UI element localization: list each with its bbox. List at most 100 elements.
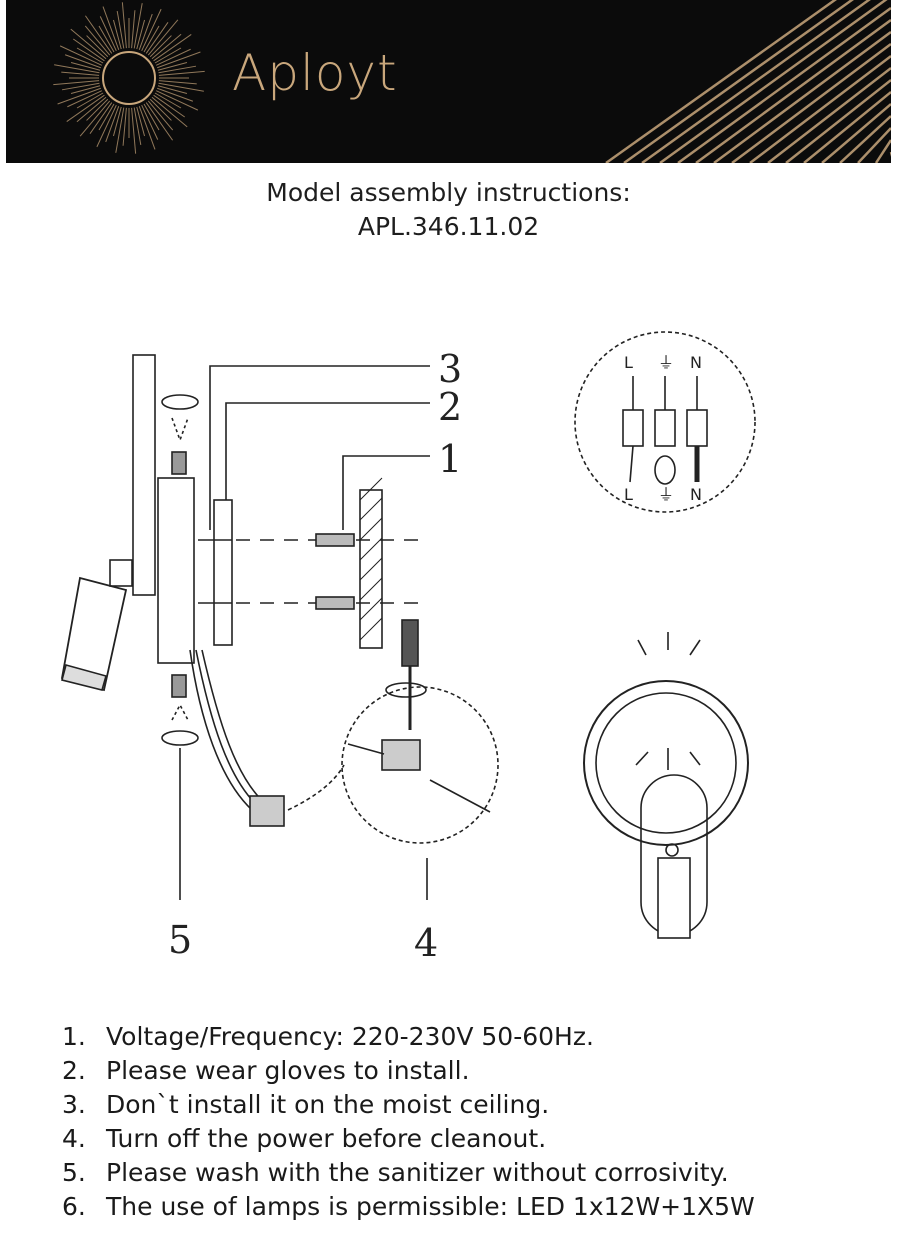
callout-3: 3 — [438, 347, 462, 391]
sun-ray — [76, 96, 107, 123]
light-ray — [874, 139, 891, 163]
sun-ray — [149, 35, 172, 58]
sun-ray — [157, 51, 201, 69]
sun-ray — [157, 61, 188, 71]
wire-bundle — [189, 649, 285, 827]
sun-ray — [116, 10, 125, 49]
light-ray — [839, 115, 891, 163]
light-ray — [749, 55, 891, 163]
header-banner: Aployt — [6, 0, 891, 163]
wire-label-top-n: N — [690, 353, 702, 372]
callout-1: 1 — [438, 437, 462, 481]
instruction-notes: 1.Voltage/Frequency: 220-230V 50-60Hz. 2… — [62, 1020, 755, 1224]
sun-ray — [79, 100, 111, 137]
light-ray — [821, 103, 891, 163]
model-number: APL.346.11.02 — [357, 212, 540, 241]
brand-logo: Aployt — [232, 44, 398, 102]
sun-ray — [96, 104, 117, 148]
sun-ray — [54, 64, 100, 74]
sun-ray — [149, 98, 172, 121]
sun-ray — [145, 102, 174, 141]
wire-label-bottom-earth: ⏚ — [658, 485, 674, 504]
note-item: 1.Voltage/Frequency: 220-230V 50-60Hz. — [62, 1022, 594, 1051]
note-item: 5.Please wash with the sanitizer without… — [62, 1158, 729, 1187]
sun-ray — [154, 47, 182, 64]
sun-ray — [138, 13, 153, 50]
callout-leaders — [209, 365, 430, 530]
spotlight-head — [60, 559, 133, 692]
sun-ray — [67, 90, 103, 108]
sun-ray — [158, 80, 197, 85]
note-item: 6.The use of lamps is permissible: LED 1… — [62, 1192, 755, 1221]
sun-ray — [105, 106, 120, 143]
sun-ray — [84, 15, 113, 54]
sun-ray — [70, 61, 101, 71]
sun-ray — [151, 33, 182, 60]
sun-ray — [61, 82, 100, 91]
sun-ray — [115, 107, 125, 153]
light-ray — [857, 127, 891, 163]
rotate-icon-bottom — [161, 674, 199, 900]
assembly-diagram: 1 2 3 4 5 L ⏚ N L ⏚ N — [60, 331, 756, 965]
lamp-body — [157, 477, 195, 664]
sun-ray — [76, 92, 104, 109]
sun-ray — [70, 28, 107, 60]
sun-ray — [84, 25, 111, 56]
sun-ray — [153, 33, 192, 62]
sun-ray — [133, 3, 143, 49]
sun-ray — [61, 71, 100, 76]
wall-plate — [132, 354, 156, 596]
sun-ray — [64, 54, 101, 69]
sun-ray — [59, 45, 103, 66]
sun-ray — [133, 107, 142, 146]
page-title: Model assembly instructions: — [266, 178, 631, 207]
sun-ray — [66, 94, 105, 123]
callout-5: 5 — [168, 918, 192, 962]
sun-core — [102, 51, 156, 105]
sun-ray — [53, 80, 100, 86]
sun-ray — [122, 107, 127, 146]
screw-guides — [236, 539, 420, 604]
sunburst-graphic — [53, 0, 891, 163]
sun-ray — [143, 25, 160, 53]
sun-ray — [76, 47, 104, 64]
wiring-schematic — [574, 331, 756, 513]
wire-label-bottom-n: N — [690, 485, 702, 504]
sun-ray — [157, 87, 194, 102]
sun-ray — [141, 8, 162, 52]
light-ray — [713, 30, 891, 163]
wire-label-top-l: L — [624, 353, 633, 372]
sun-ray — [121, 2, 127, 49]
sun-ray — [158, 65, 197, 74]
wall-anchors — [315, 533, 355, 610]
light-ray — [623, 0, 855, 163]
detail-circle — [287, 619, 499, 844]
sun-ray — [154, 92, 182, 109]
sun-ray — [143, 103, 160, 131]
light-ray — [785, 79, 891, 163]
sun-ray — [99, 16, 117, 52]
light-ray — [677, 6, 891, 163]
callout-4: 4 — [414, 921, 438, 965]
sun-ray — [136, 19, 146, 50]
light-ray — [641, 0, 871, 163]
sun-ray — [141, 104, 159, 140]
wall-section — [359, 477, 383, 649]
light-ray — [659, 0, 888, 163]
sun-ray — [151, 96, 188, 128]
sun-ray — [86, 35, 109, 58]
light-ray — [695, 18, 891, 163]
sun-ray — [153, 94, 185, 118]
sun-ray — [147, 100, 174, 131]
sun-ray — [70, 85, 101, 95]
note-item: 2.Please wear gloves to install. — [62, 1056, 470, 1085]
note-item: 3.Don`t install it on the moist ceiling. — [62, 1090, 550, 1119]
sun-ray — [98, 25, 115, 53]
sun-ray — [131, 107, 137, 154]
sun-ray — [147, 19, 179, 56]
wire-label-top-earth: ⏚ — [658, 353, 674, 372]
front-view — [583, 632, 749, 939]
sun-ray — [155, 48, 191, 66]
sun-ray — [138, 106, 156, 150]
sun-ray — [112, 106, 122, 137]
